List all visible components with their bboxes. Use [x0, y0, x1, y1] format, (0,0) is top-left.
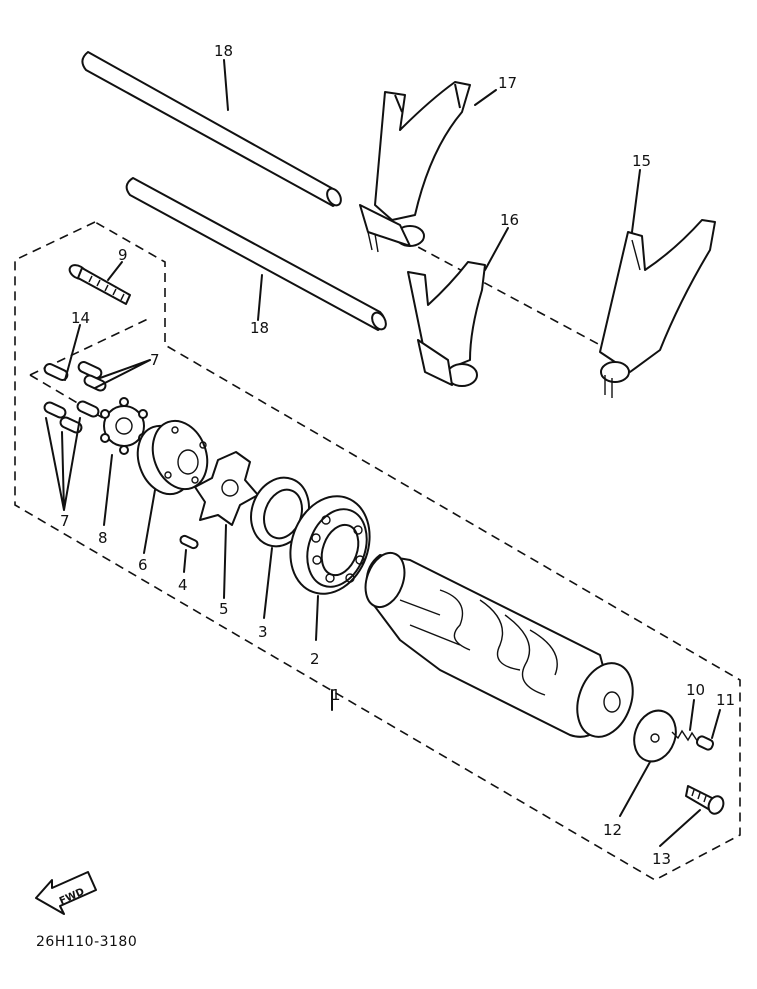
- callout-1: 1: [331, 686, 341, 704]
- leader-lines: [45, 59, 721, 847]
- callout-3: 3: [258, 623, 268, 641]
- callout-14: 14: [71, 309, 90, 327]
- shift-rod-upper: [81, 51, 342, 207]
- callout-2: 2: [310, 650, 320, 668]
- callout-4: 4: [178, 576, 188, 594]
- detent-11: [695, 735, 715, 751]
- callout-7-lower: 7: [60, 512, 70, 530]
- callout-6: 6: [138, 556, 148, 574]
- spring-10: [671, 729, 699, 743]
- assembly-boundary: [14, 221, 741, 881]
- callout-12: 12: [603, 821, 622, 839]
- stopper-plate-12: [633, 709, 677, 763]
- shift-rod-lower: [125, 177, 387, 331]
- callout-9: 9: [118, 246, 128, 264]
- screw-9: [68, 264, 131, 305]
- fork-axis-line: [404, 239, 601, 346]
- callout-15: 15: [632, 152, 651, 170]
- drum-end-6: [136, 419, 209, 496]
- callout-5: 5: [219, 600, 229, 618]
- callout-10: 10: [686, 681, 705, 699]
- star-plate-5: [194, 451, 259, 526]
- pin-4: [179, 534, 199, 550]
- shift-fork-16: [407, 261, 486, 387]
- callout-13: 13: [652, 850, 671, 868]
- screw-13: [685, 785, 725, 815]
- callout-17: 17: [498, 74, 517, 92]
- callout-16: 16: [500, 211, 519, 229]
- diagram-code: 26H110-3180: [36, 934, 137, 950]
- shift-fork-17: [359, 81, 471, 253]
- callout-8: 8: [98, 529, 108, 547]
- pins-group: [43, 361, 107, 434]
- callout-18-lower: 18: [250, 319, 269, 337]
- fwd-arrow-icon: FWD: [35, 871, 97, 915]
- segment-plate-8: [100, 397, 148, 455]
- callout-11: 11: [716, 691, 735, 709]
- shift-drum-1: [364, 551, 634, 738]
- bearing-2: [289, 495, 371, 595]
- shift-fork-15: [599, 219, 716, 398]
- callout-18-upper: 18: [214, 42, 233, 60]
- callout-7-upper: 7: [150, 351, 160, 369]
